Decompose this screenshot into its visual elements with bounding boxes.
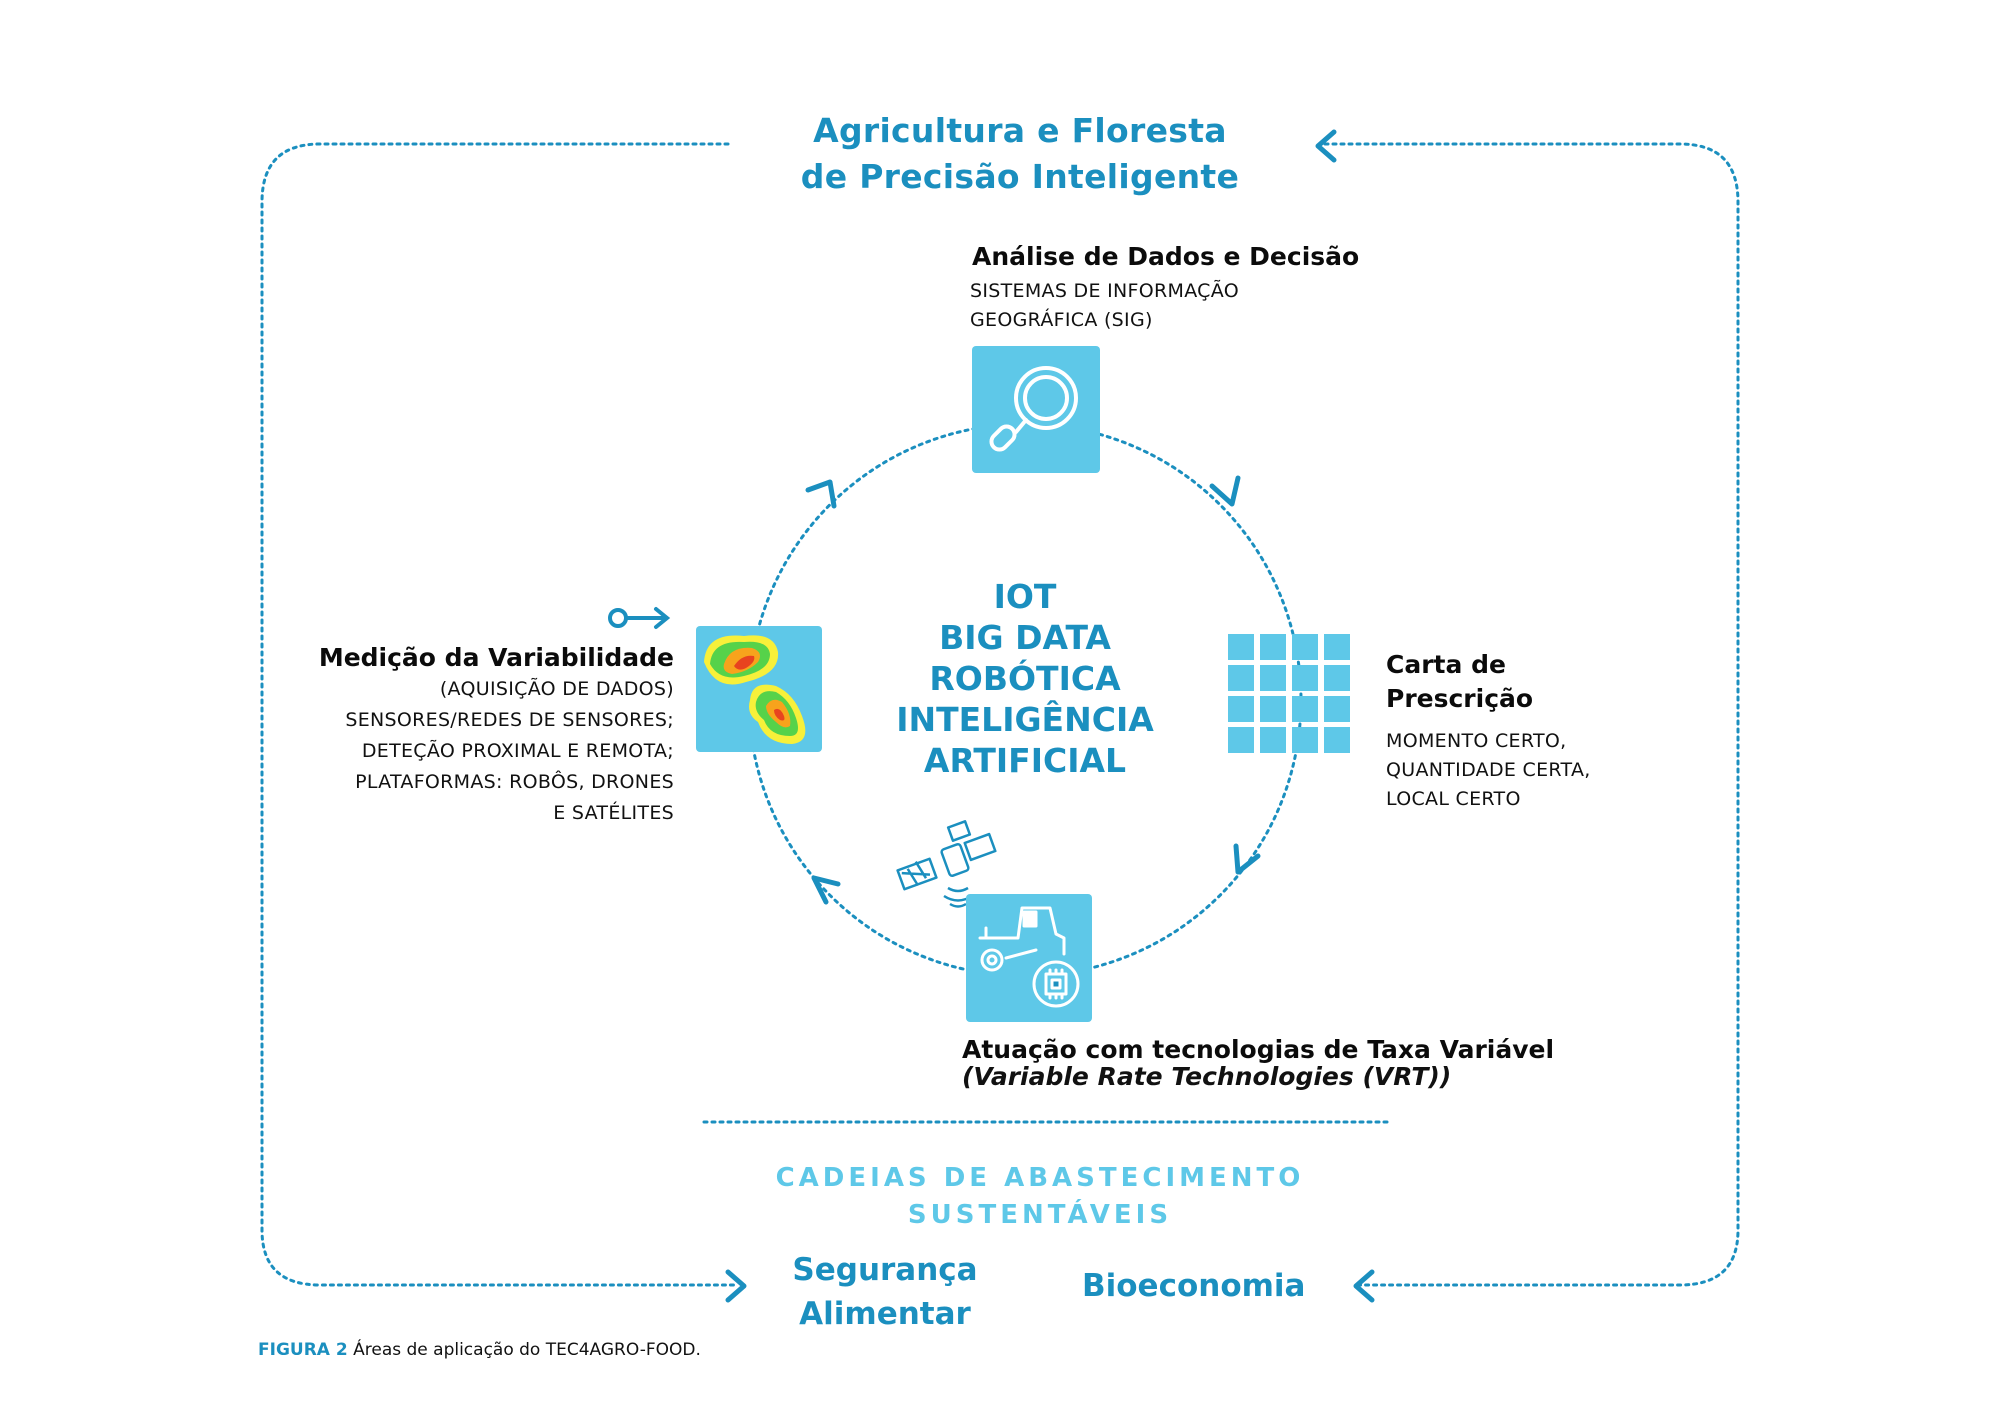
caption-text: Áreas de aplicação do TEC4AGRO-FOOD. bbox=[353, 1340, 701, 1360]
figure-caption: FIGURA 2 Áreas de aplicação do TEC4AGRO-… bbox=[258, 1340, 701, 1360]
center-technologies: IOT BIG DATA ROBÓTICA INTELIGÊNCIA ARTIF… bbox=[860, 576, 1190, 781]
carta-line-2: QUANTIDADE CERTA, bbox=[1386, 759, 1591, 781]
analise-description: SISTEMAS DE INFORMAÇÃO GEOGRÁFICA (SIG) bbox=[970, 277, 1239, 335]
outer-frame-right bbox=[1323, 142, 1740, 1287]
carta-line-3: LOCAL CERTO bbox=[1386, 788, 1521, 810]
cycle-arrow-top-left-icon bbox=[805, 479, 837, 509]
cadeias-line-1: CADEIAS DE ABASTECIMENTO bbox=[775, 1163, 1305, 1193]
carta-title-line-1: Carta de bbox=[1386, 650, 1506, 679]
medicao-line-3: DETEÇÃO PROXIMAL E REMOTA; bbox=[361, 740, 674, 762]
cadeias-line-2: SUSTENTÁVEIS bbox=[907, 1200, 1173, 1230]
carta-description: MOMENTO CERTO, QUANTIDADE CERTA, LOCAL C… bbox=[1386, 727, 1591, 814]
frame-arrow-right-icon bbox=[1353, 1269, 1375, 1303]
tractor-icon bbox=[966, 894, 1092, 1022]
seguranca-line-1: Segurança bbox=[792, 1252, 978, 1288]
atuacao-title: Atuação com tecnologias de Taxa Variável bbox=[962, 1035, 1555, 1064]
atuacao-subtitle: (Variable Rate Technologies (VRT)) bbox=[962, 1062, 1452, 1091]
heatmap-icon bbox=[696, 626, 822, 752]
center-line-5: ARTIFICIAL bbox=[923, 741, 1127, 780]
medicao-description: (AQUISIÇÃO DE DADOS) SENSORES/REDES DE S… bbox=[300, 674, 674, 829]
carta-title: Carta de Prescrição bbox=[1386, 648, 1533, 716]
center-line-3: ROBÓTICA bbox=[929, 659, 1121, 698]
medicao-title: Medição da Variabilidade bbox=[318, 643, 674, 672]
medicao-line-2: SENSORES/REDES DE SENSORES; bbox=[345, 709, 674, 731]
carta-title-line-2: Prescrição bbox=[1386, 684, 1534, 713]
analise-line-2: GEOGRÁFICA (SIG) bbox=[970, 309, 1153, 331]
satellite-icon bbox=[896, 820, 997, 908]
analise-line-1: SISTEMAS DE INFORMAÇÃO bbox=[970, 280, 1239, 302]
outer-frame-left bbox=[260, 142, 737, 1287]
frame-arrow-top-icon bbox=[1315, 129, 1337, 163]
center-line-4: INTELIGÊNCIA bbox=[896, 700, 1154, 739]
title-line-2: de Precisão Inteligente bbox=[800, 157, 1240, 196]
title-line-1: Agricultura e Floresta bbox=[813, 111, 1227, 150]
magnifier-icon bbox=[972, 346, 1100, 473]
cycle-arrow-bottom-left-icon bbox=[811, 875, 841, 905]
medicao-line-4: PLATAFORMAS: ROBÔS, DRONES bbox=[355, 771, 674, 793]
frame-arrow-left-icon bbox=[725, 1269, 747, 1303]
carta-line-1: MOMENTO CERTO, bbox=[1386, 730, 1567, 752]
medicao-line-5: E SATÉLITES bbox=[553, 802, 674, 824]
grid-icon bbox=[1226, 632, 1352, 756]
cycle-arrow-bottom-right-icon bbox=[1233, 843, 1261, 875]
sensor-arrow-icon bbox=[608, 607, 671, 629]
caption-label: FIGURA 2 bbox=[258, 1340, 348, 1360]
supply-chains-heading: CADEIAS DE ABASTECIMENTO SUSTENTÁVEIS bbox=[760, 1160, 1320, 1234]
center-line-2: BIG DATA bbox=[939, 618, 1111, 657]
center-line-1: IOT bbox=[993, 577, 1057, 616]
bioeconomy-label: Bioeconomia bbox=[1082, 1268, 1306, 1304]
analise-title: Análise de Dados e Decisão bbox=[972, 242, 1360, 271]
diagram-title: Agricultura e Floresta de Precisão Intel… bbox=[760, 108, 1280, 200]
food-security-label: Segurança Alimentar bbox=[770, 1248, 1000, 1336]
cycle-arrow-top-right-icon bbox=[1209, 475, 1241, 507]
medicao-line-1: (AQUISIÇÃO DE DADOS) bbox=[439, 678, 674, 700]
seguranca-line-2: Alimentar bbox=[799, 1296, 971, 1332]
